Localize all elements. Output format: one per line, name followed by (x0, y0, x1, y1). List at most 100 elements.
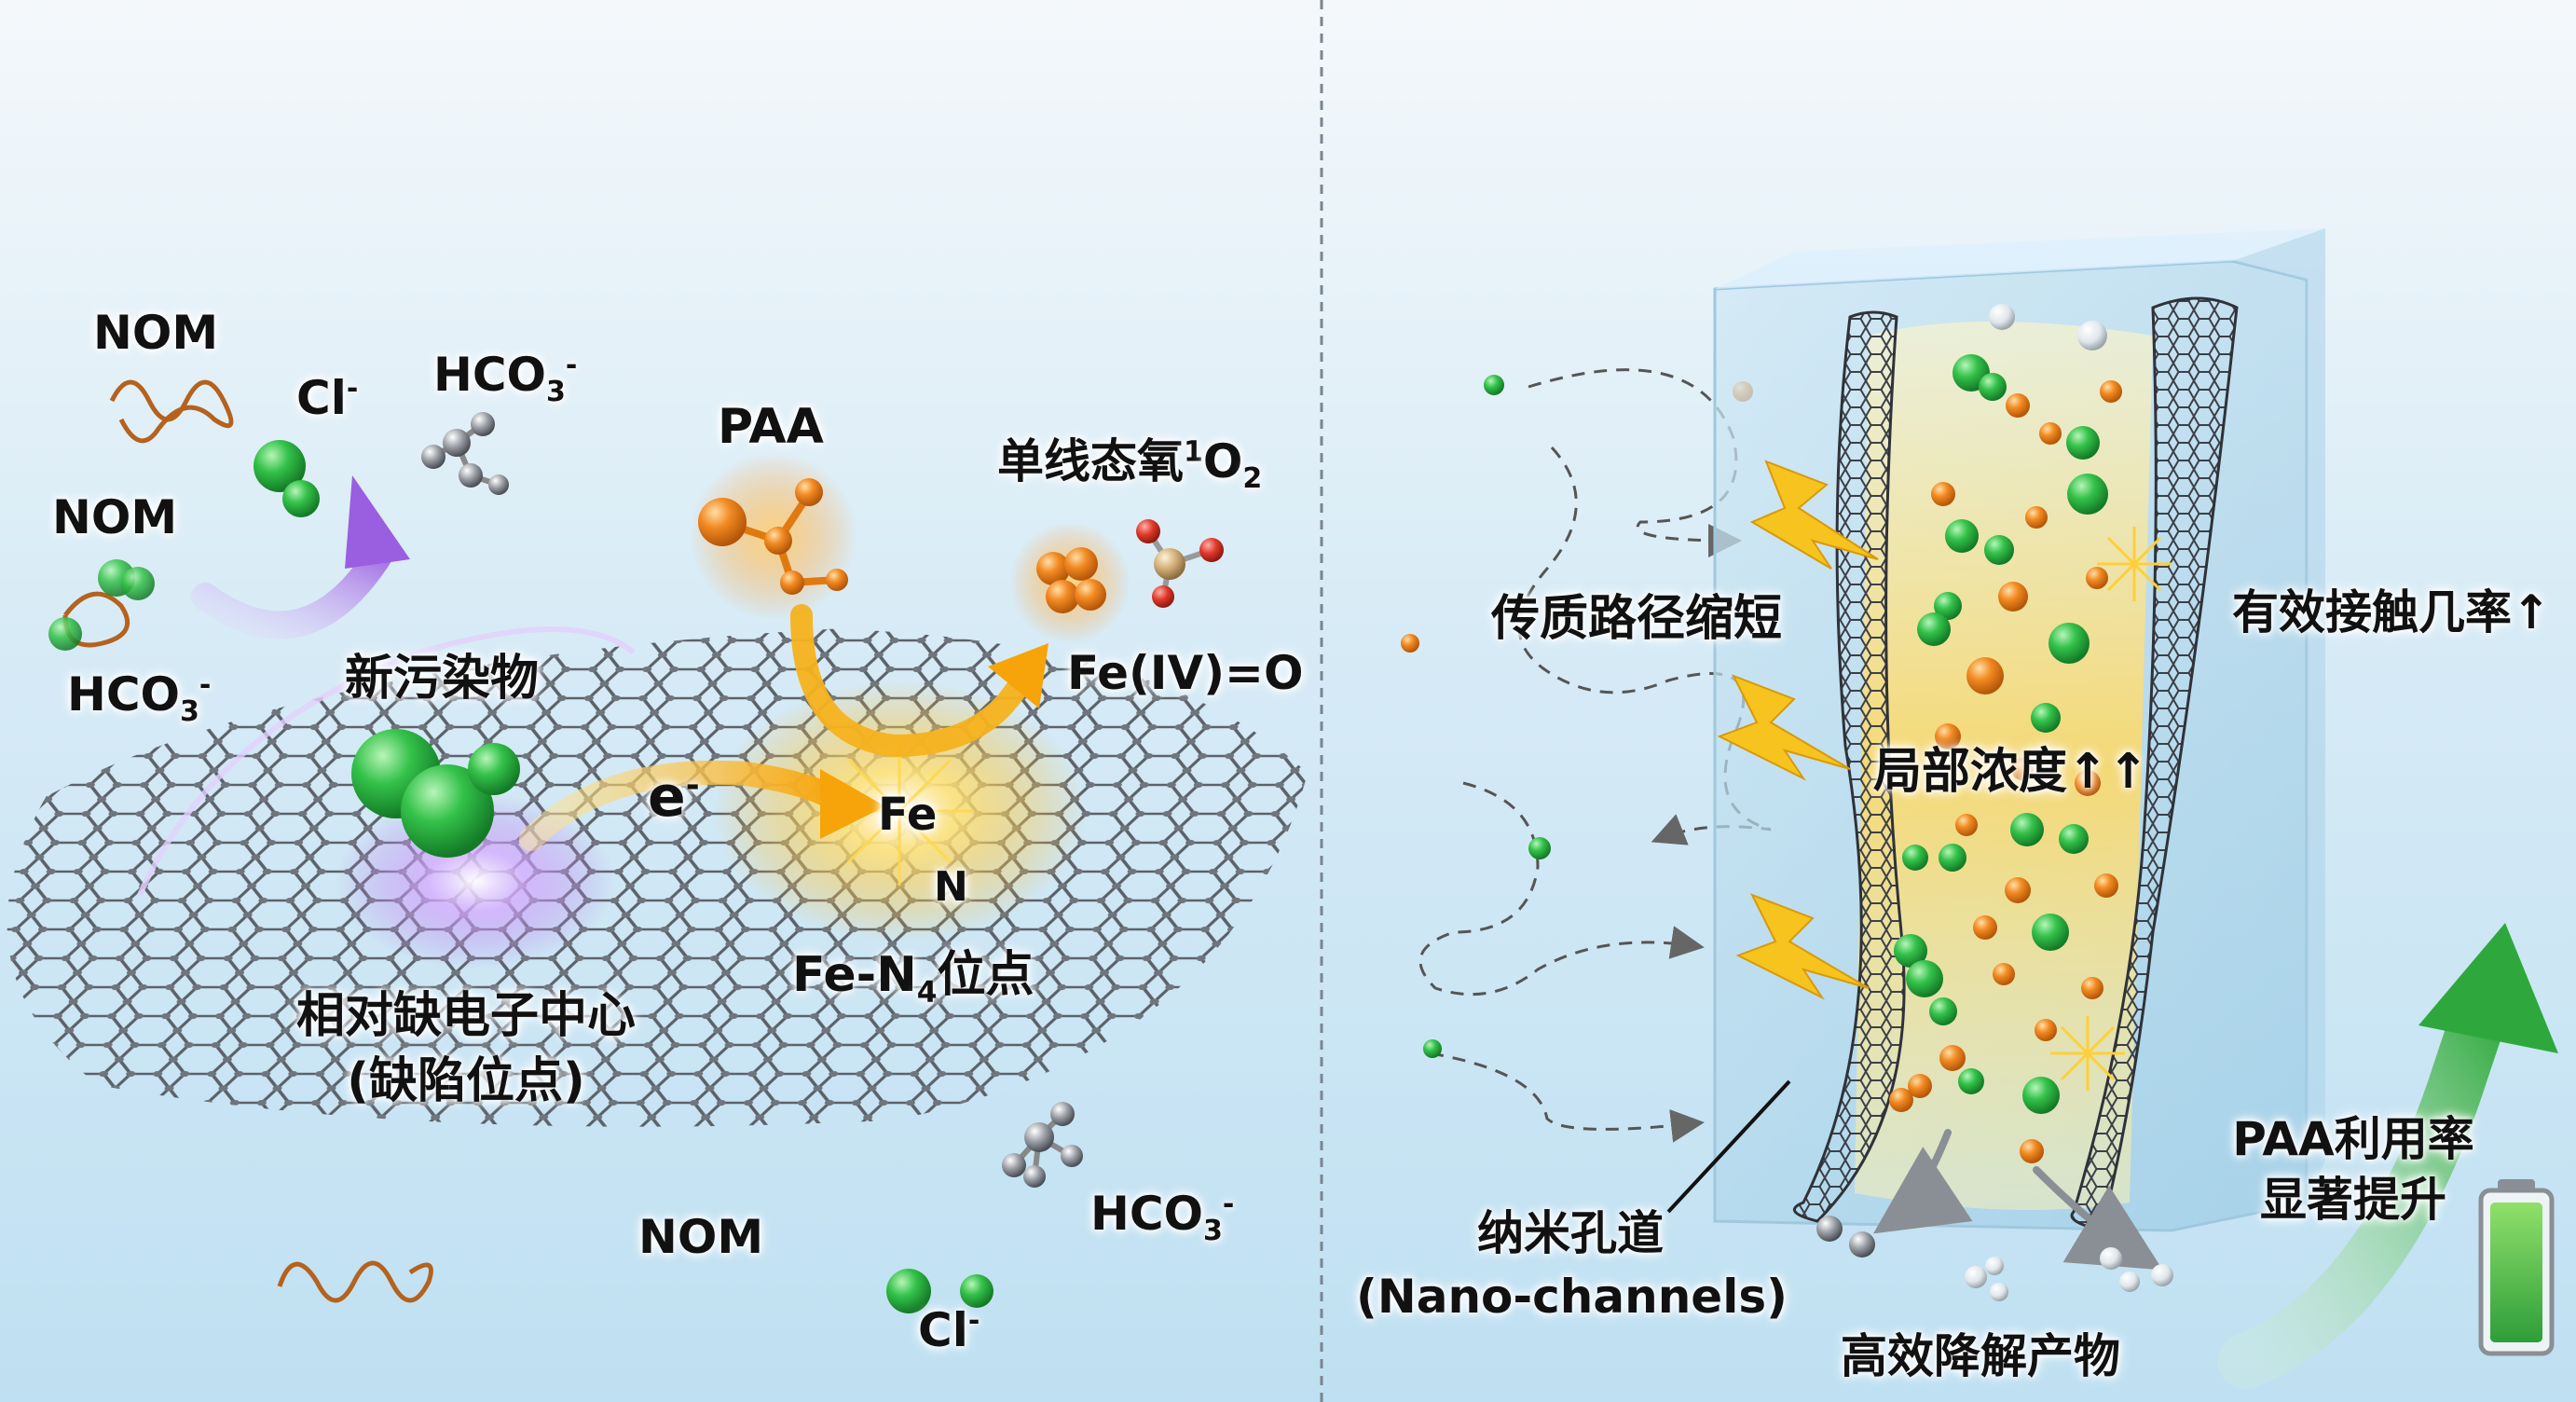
fe-n4-suffix: 位点 (937, 947, 1035, 1003)
loose-particle (1484, 375, 1504, 395)
hco3-charge: - (199, 668, 212, 702)
hco3-subscript: 3 (180, 695, 199, 728)
singlet-oxygen-atom (1046, 580, 1079, 613)
paa-utilization-line1: PAA利用率 (2232, 1112, 2474, 1166)
cl-charge: - (967, 1304, 980, 1338)
hco3-subscript: 3 (1203, 1215, 1223, 1247)
contact-probability-label: 有效接触几率↑ (2232, 585, 2551, 639)
sparkle-icon (2050, 527, 2172, 1091)
paa-to-fe-arrow (790, 604, 1027, 758)
efficiency-arrowhead-icon (2418, 923, 2558, 1053)
electron-charge: - (685, 766, 700, 804)
cl-atom (886, 1269, 931, 1313)
hco3-atom (1024, 1122, 1054, 1152)
paa-utilization-label: PAA利用率 显著提升 (2204, 1109, 2502, 1230)
hco3-atom (1050, 1102, 1075, 1126)
nano-channel-en: (Nano-channels) (1356, 1269, 1788, 1324)
hco3-charge: - (565, 349, 578, 382)
paa-label: PAA (718, 399, 824, 455)
hco3-text: HCO (1090, 1187, 1204, 1241)
lightning-bolt-icon (1717, 460, 1879, 1000)
electron-text: e (648, 764, 686, 830)
channel-particles (1889, 304, 2122, 1163)
electron-arrow (519, 760, 851, 851)
hco3-atom (1061, 1145, 1083, 1167)
nom-label-top: NOM (93, 306, 219, 360)
fe-iv-o-atom (1152, 585, 1174, 608)
fe-iv-o-label: Fe(IV)=O (1067, 646, 1304, 700)
n-label: N (934, 863, 968, 911)
new-pollutant-label: 新污染物 (345, 651, 540, 707)
singlet-oxygen-superscript: 1 (1184, 435, 1203, 469)
fe-iv-o-atom (1199, 538, 1224, 562)
hco3-atom (459, 463, 483, 488)
purple-arc (191, 536, 396, 639)
battery-icon (2478, 1179, 2555, 1356)
cl-label-bottom: Cl- (918, 1305, 980, 1356)
loose-particle (1401, 634, 1419, 653)
hco3-subscript: 3 (546, 376, 566, 408)
paa-atom (780, 570, 804, 595)
paa-utilization-line2: 显著提升 (2260, 1173, 2446, 1227)
product-bubbles (1816, 1216, 2173, 1301)
nom-sphere (121, 567, 155, 600)
electron-label: e- (648, 766, 700, 828)
cl-label-text: Cl (918, 1303, 968, 1357)
nano-channel-cn: 纳米孔道 (1477, 1206, 1664, 1260)
nano-channel-pointer (1666, 1079, 1791, 1214)
singlet-oxygen-o: O (1202, 434, 1243, 488)
singlet-oxygen-atom (1036, 552, 1070, 585)
hco3-label-bottom: HCO3- (1090, 1187, 1235, 1247)
hco3-label-left: HCO3- (67, 667, 212, 728)
cl-atom (282, 480, 320, 517)
nom-sphere (48, 617, 82, 651)
graphene-wall-left (1792, 310, 1906, 1223)
fe-to-products-arrowhead-icon (988, 643, 1048, 708)
hco3-atom (443, 429, 471, 457)
electron-arrowhead-icon (820, 769, 885, 839)
fe-label: Fe (878, 789, 938, 841)
defect-line1: 相对缺电子中心 (295, 988, 636, 1044)
hco3-atom (421, 445, 445, 469)
nano-channel-label: 纳米孔道 (Nano-channels) (1356, 1203, 1788, 1328)
hco3-atom (1023, 1165, 1046, 1188)
nom-label-mid: NOM (52, 490, 178, 544)
loose-particle (1423, 1039, 1442, 1058)
defect-site-label: 相对缺电子中心 (缺陷位点) (270, 983, 662, 1114)
fe-n4-subscript: 4 (916, 975, 938, 1010)
singlet-oxygen-text: 单线态氧 (997, 434, 1184, 488)
paa-atom (795, 478, 823, 506)
hco3-text: HCO (67, 667, 181, 722)
purple-tail (137, 626, 636, 897)
purple-arrowhead-icon (345, 475, 410, 569)
nom-label-bottom: NOM (638, 1210, 764, 1264)
paa-atom (698, 498, 747, 546)
fe-n4-prefix: Fe-N (792, 947, 917, 1003)
singlet-oxygen-atom (1064, 547, 1098, 581)
products-label: 高效降解产物 (1841, 1329, 2120, 1383)
cl-atom (253, 440, 306, 492)
paa-atom (826, 569, 848, 591)
hco3-atom (1002, 1153, 1026, 1177)
pollutant-atom (401, 764, 494, 858)
cl-charge: - (346, 372, 359, 405)
paa-atom (764, 527, 792, 555)
loose-particle (1528, 837, 1551, 859)
fe-n4-site-label: Fe-N4位点 (792, 947, 1035, 1010)
hco3-label-top: HCO3- (433, 349, 578, 408)
local-concentration-label: 局部浓度↑↑ (1873, 744, 2149, 800)
defect-line2: (缺陷位点) (347, 1053, 585, 1110)
mass-transfer-label: 传质路径缩短 (1491, 591, 1783, 647)
fe-iv-o-atom (1136, 519, 1160, 543)
hco3-atom (471, 412, 495, 436)
cl-atom (960, 1274, 993, 1308)
pollutant-atom (468, 743, 520, 795)
cl-label-text: Cl (296, 371, 347, 425)
efficiency-arrow (2218, 960, 2516, 1389)
cl-label-top: Cl- (296, 373, 358, 424)
singlet-oxygen-subscript: 2 (1242, 462, 1263, 495)
singlet-oxygen-label: 单线态氧1O2 (997, 434, 1263, 495)
singlet-oxygen-atom (1075, 579, 1106, 611)
hco3-charge: - (1222, 1188, 1235, 1221)
